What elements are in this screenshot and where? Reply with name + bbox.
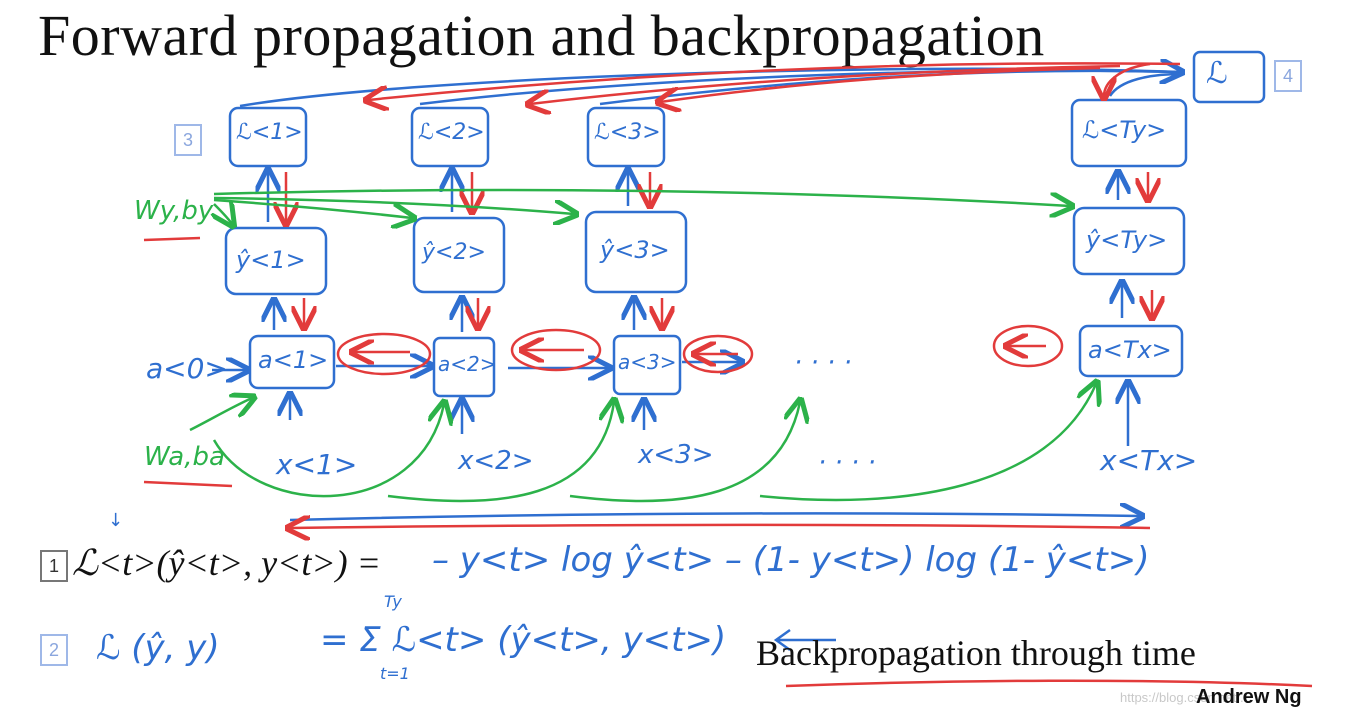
- prediction-label-ty: ŷ<Ty>: [1086, 226, 1168, 254]
- equation-2-sum-bottom: t=1: [380, 664, 410, 683]
- prediction-box-ty: [1072, 206, 1186, 276]
- equation-1-lhs: ℒ<t>(ŷ<t>, y<t>) =: [72, 543, 381, 583]
- prediction-label-2: ŷ<2>: [422, 240, 486, 265]
- prediction-box-2: [412, 216, 506, 294]
- eq1-marker: ↓: [108, 510, 124, 531]
- loss-label-1: ℒ<1>: [236, 120, 303, 145]
- total-loss-box: [1192, 50, 1266, 104]
- input-ellipsis: · · · ·: [818, 448, 876, 478]
- activation-ellipsis: · · · ·: [794, 348, 852, 378]
- equation-1-rhs: – y<t> log ŷ<t> – (1- y<t>) log (1- ŷ<t>…: [432, 540, 1150, 580]
- activation-label-2: a<2>: [438, 352, 497, 376]
- activation-label-1: a<1>: [258, 346, 329, 374]
- watermark: https://blog.csdn.net/...: [1120, 690, 1251, 705]
- loss-label-ty: ℒ<Ty>: [1082, 116, 1167, 144]
- initial-activation-label: a<0>: [146, 352, 228, 385]
- equation-2-lhs: ℒ (ŷ, y): [96, 628, 220, 668]
- caption-arrow-icon: [773, 628, 836, 652]
- input-label-2: x<2>: [458, 446, 534, 476]
- step-number-2: 2: [40, 634, 68, 666]
- loss-box-3: [586, 106, 666, 168]
- prediction-box-1: [224, 226, 328, 296]
- loss-box-1: [228, 106, 308, 168]
- input-label-3: x<3>: [638, 440, 714, 470]
- input-label-tx: x<Tx>: [1100, 444, 1198, 477]
- author-name: Andrew Ng: [1196, 686, 1302, 708]
- caption-backprop-through-time: Backpropagation through time: [756, 633, 1196, 673]
- prediction-box-3: [584, 210, 688, 294]
- loss-label-2: ℒ<2>: [418, 120, 485, 145]
- step-number-4: 4: [1274, 60, 1302, 92]
- loss-box-ty: [1070, 98, 1188, 168]
- input-label-1: x<1>: [276, 448, 358, 481]
- activation-label-3: a<3>: [618, 350, 677, 374]
- step-number-1: 1: [40, 550, 68, 582]
- activation-box-tx: [1078, 324, 1184, 378]
- activation-label-tx: a<Tx>: [1088, 336, 1172, 364]
- total-loss-label: ℒ: [1206, 56, 1228, 91]
- output-params-label: Wy,by: [134, 196, 214, 226]
- activation-params-label: Wa,ba: [144, 442, 225, 472]
- activation-box-3: [612, 334, 682, 396]
- slide-title: Forward propagation and backpropagation: [38, 3, 1045, 68]
- prediction-label-3: ŷ<3>: [600, 236, 670, 264]
- step-number-3: 3: [174, 124, 202, 156]
- loss-label-3: ℒ<3>: [594, 120, 661, 145]
- prediction-label-1: ŷ<1>: [236, 246, 306, 274]
- loss-box-2: [410, 106, 490, 168]
- equation-2-rhs: = Σ ℒ<t> (ŷ<t>, y<t>): [320, 620, 727, 660]
- equation-2-sum-top: Ty: [384, 592, 402, 611]
